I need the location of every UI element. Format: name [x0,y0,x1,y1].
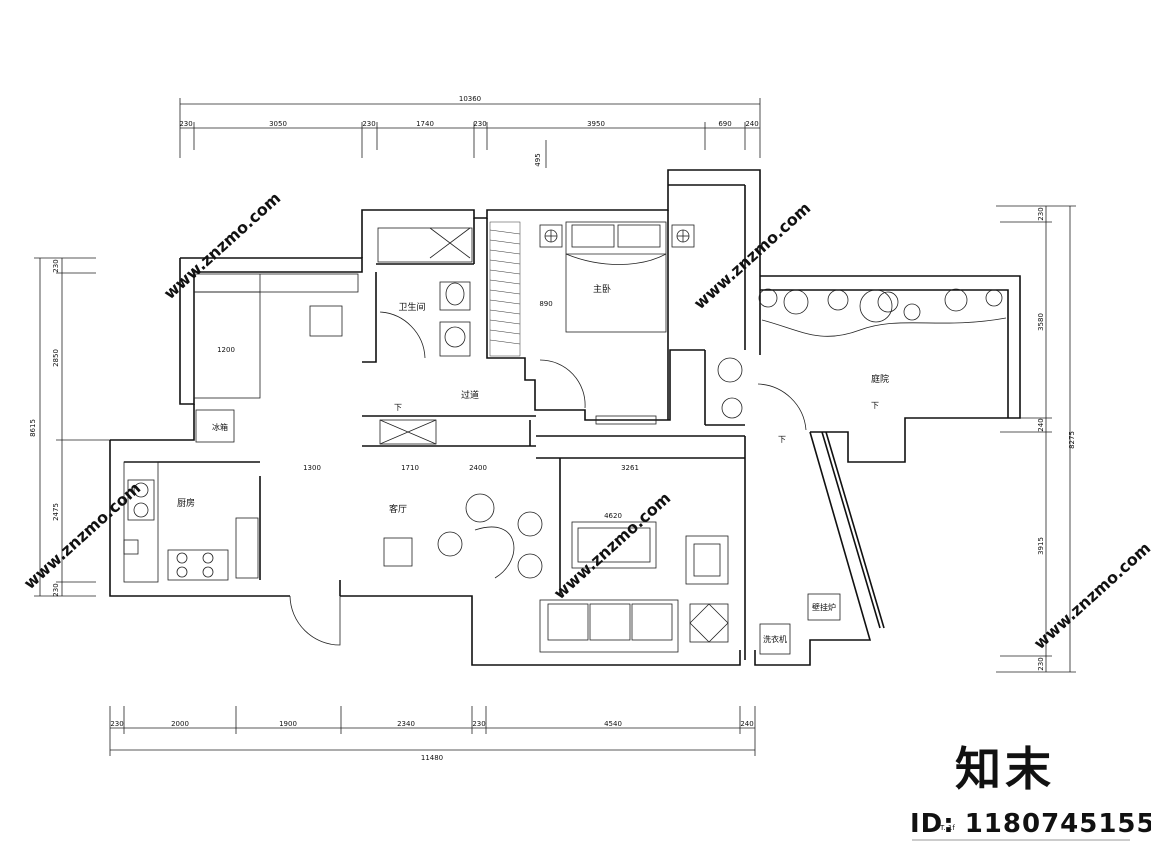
door-swings [289,311,807,646]
top-total-dim: 10360 [459,95,481,103]
bottom-dim-7: 240 [740,720,753,728]
left-dim-2: 2850 [52,349,60,367]
bottom-dim-6: 4540 [604,720,622,728]
step-down-1: 下 [394,403,402,412]
bathroom-fixtures [377,227,473,357]
watermark-site-5: www.znzmo.com [1030,538,1151,653]
tv-width-dim: 4620 [604,512,622,520]
bedside-lamps [539,224,695,248]
bottom-dim-1: 230 [110,720,123,728]
kitchen-dim-a: 1300 [303,464,321,472]
kitchen-dim-b: 1710 [401,464,419,472]
study-width-dim: 1200 [217,346,235,354]
top-dim-1: 230 [179,120,192,128]
living-dim-b: 3261 [621,464,639,472]
kitchen-fixtures [123,461,259,583]
top-dim-8: 240 [745,120,758,128]
hall-cabinet [379,415,657,445]
kitchen-label: 厨房 [177,497,195,509]
right-dim-2: 3580 [1037,313,1045,331]
exterior-walls [109,169,1021,666]
right-dim-1: 230 [1037,207,1045,220]
boiler-label: 壁挂炉 [812,602,836,612]
fridge-label: 冰箱 [212,422,228,432]
living-room-label: 客厅 [389,503,407,515]
watermark-site-2: www.znzmo.com [690,198,814,313]
tv-cabinet [571,521,657,569]
footer-stub: T. 1f [939,824,955,832]
study-furniture [193,273,359,443]
bottom-dim-3: 1900 [279,720,297,728]
watermark-site-1: www.znzmo.com [160,188,284,303]
top-dim-2: 3050 [269,120,287,128]
watermark-site-3: www.znzmo.com [20,478,144,593]
top-dim-7: 690 [718,120,731,128]
left-dim-4: 230 [52,583,60,596]
top-dim-5: 230 [473,120,486,128]
washer-label: 洗衣机 [763,634,787,644]
watermark-id: ID: 1180745155 [910,809,1151,839]
top-dim-4: 1740 [416,120,434,128]
left-dim-1: 230 [52,259,60,272]
bottom-dim-2: 2000 [171,720,189,728]
right-dimension-chain [996,205,1076,673]
balcony-appliances [759,593,841,655]
bottom-total-dim: 11480 [421,754,443,762]
hallway-label: 过道 [461,389,479,401]
master-bed [565,221,667,333]
bedroom-wall-dim: 890 [539,300,552,308]
top-dim-6: 3950 [587,120,605,128]
step-down-3: 下 [778,435,786,444]
left-dimension-chain [34,257,110,597]
sofa [539,599,729,653]
step-down-2: 下 [871,401,879,410]
living-dim-a: 2400 [469,464,487,472]
top-vertical-dim: 495 [534,153,542,166]
top-dim-3: 230 [362,120,375,128]
left-dim-3: 2475 [52,503,60,521]
master-bedroom-label: 主卧 [593,283,611,295]
armchair [685,535,729,585]
dining-set [383,493,543,579]
wardrobe-hatching [489,221,521,357]
bottom-dimension-chain [109,706,756,756]
top-dimension-chain [179,98,761,168]
bottom-dim-5: 230 [472,720,485,728]
bathroom-label: 卫生间 [398,301,425,313]
watermark-brand: 知末 [955,742,1055,796]
right-dim-4: 3915 [1037,537,1045,555]
right-dim-5: 230 [1037,657,1045,670]
right-dim-3: 240 [1037,418,1045,431]
garden-label: 庭院 [871,373,889,385]
garden-plants [717,288,1007,419]
left-total-dim: 8615 [29,419,37,437]
bottom-dim-4: 2340 [397,720,415,728]
right-total-dim: 8275 [1068,431,1076,449]
